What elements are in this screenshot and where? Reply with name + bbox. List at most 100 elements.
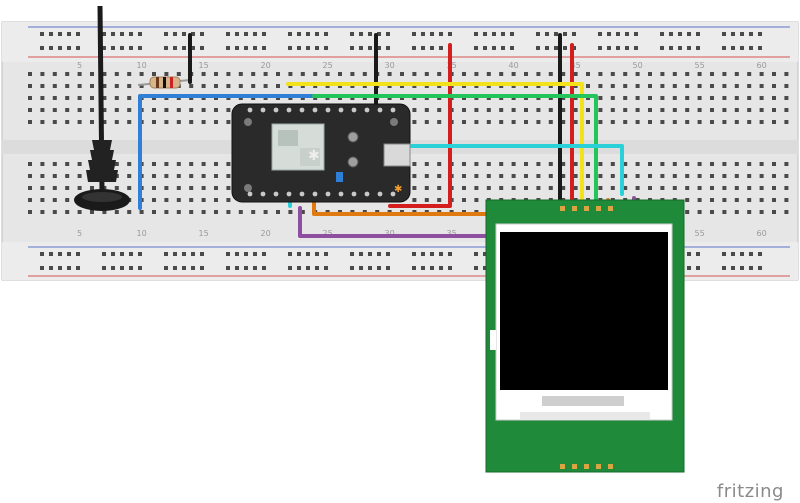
breadboard-hole <box>731 266 735 270</box>
breadboard-hole <box>439 266 443 270</box>
breadboard-hole <box>368 46 372 50</box>
breadboard-hole <box>430 46 434 50</box>
breadboard-hole <box>734 120 739 124</box>
breadboard-hole <box>28 120 32 124</box>
breadboard-hole <box>288 252 292 256</box>
breadboard-hole <box>623 174 628 178</box>
breadboard-hole <box>386 32 390 36</box>
breadboard-hole <box>65 186 70 190</box>
board-pin <box>273 107 279 113</box>
breadboard-hole <box>263 210 268 214</box>
breadboard-hole <box>251 210 256 214</box>
breadboard-hole <box>114 120 119 124</box>
breadboard-hole <box>90 186 94 190</box>
breadboard-hole <box>758 252 762 256</box>
green-wire <box>312 94 598 202</box>
breadboard-hole <box>114 162 119 166</box>
breadboard-hole <box>412 186 417 190</box>
breadboard-hole <box>67 266 71 270</box>
breadboard-hole <box>251 84 256 88</box>
breadboard-hole <box>276 72 280 76</box>
breadboard-hole <box>52 198 57 202</box>
breadboard-hole <box>685 84 690 88</box>
breadboard-hole <box>474 198 479 202</box>
breadboard-hole <box>262 32 266 36</box>
breadboard-hole <box>536 32 540 36</box>
breadboard-hole <box>164 186 169 190</box>
breadboard-hole <box>499 72 504 76</box>
breadboard-hole <box>176 120 181 124</box>
breadboard-hole <box>377 252 381 256</box>
breadboard-hole <box>734 210 739 214</box>
breadboard-hole <box>263 72 268 76</box>
breadboard-hole <box>616 46 620 50</box>
breadboard-hole <box>49 252 53 256</box>
breadboard-hole <box>660 32 664 36</box>
breadboard-hole <box>772 174 776 178</box>
breadboard-hole <box>253 32 257 36</box>
breadboard-hole <box>697 210 702 214</box>
breadboard-hole <box>214 84 218 88</box>
breadboard-hole <box>685 174 690 178</box>
breadboard-hole <box>678 32 682 36</box>
lcd-pin <box>560 206 565 211</box>
breadboard-hole <box>483 46 487 50</box>
breadboard-hole <box>772 120 776 124</box>
breadboard-hole <box>90 120 94 124</box>
board-pin <box>286 107 292 113</box>
breadboard-hole <box>412 266 416 270</box>
breadboard-hole <box>734 72 739 76</box>
breadboard-hole <box>40 186 45 190</box>
breadboard-hole <box>28 84 32 88</box>
breadboard-hole <box>52 162 57 166</box>
breadboard-hole <box>65 96 70 100</box>
breadboard-hole <box>189 120 194 124</box>
breadboard-hole <box>127 162 132 166</box>
lcd-pin <box>584 206 589 211</box>
breadboard-hole <box>214 210 218 214</box>
breadboard-hole <box>226 210 231 214</box>
fritzing-watermark: fritzing <box>717 481 784 502</box>
breadboard-hole <box>244 46 248 50</box>
breadboard-hole <box>697 198 702 202</box>
lcd-pin <box>608 206 613 211</box>
breadboard-hole <box>102 120 107 124</box>
breadboard-hole <box>325 72 330 76</box>
breadboard-hole <box>722 210 727 214</box>
breadboard-hole <box>152 108 156 112</box>
breadboard-hole <box>462 72 466 76</box>
breadboard-hole <box>368 266 372 270</box>
breadboard-hole <box>324 32 328 36</box>
breadboard-hole <box>634 32 638 36</box>
breadboard-hole <box>669 32 673 36</box>
breadboard-hole <box>672 72 677 76</box>
breadboard-hole <box>784 210 789 214</box>
breadboard-hole <box>499 186 504 190</box>
breadboard-hole <box>189 162 194 166</box>
breadboard-hole <box>758 266 762 270</box>
breadboard-hole <box>474 108 479 112</box>
breadboard-hole <box>722 174 727 178</box>
breadboard-hole <box>28 96 32 100</box>
breadboard-hole <box>759 96 764 100</box>
breadboard-hole <box>784 96 789 100</box>
breadboard-hole <box>710 198 714 202</box>
breadboard-hole <box>511 162 516 166</box>
breadboard-hole <box>139 84 144 88</box>
breadboard-hole <box>672 96 677 100</box>
breadboard-hole <box>722 84 727 88</box>
breadboard-hole <box>474 162 479 166</box>
board-pin <box>377 107 383 113</box>
breadboard-hole <box>722 32 726 36</box>
breadboard-hole <box>524 162 528 166</box>
board-pin <box>338 107 344 113</box>
lcd-display-module <box>485 199 685 473</box>
breadboard-hole <box>114 108 119 112</box>
breadboard-hole <box>40 84 45 88</box>
breadboard-hole <box>610 108 615 112</box>
breadboard-hole <box>65 210 70 214</box>
breadboard-hole <box>439 46 443 50</box>
breadboard-hole <box>306 32 310 36</box>
breadboard-hole <box>554 46 558 50</box>
breadboard-hole <box>164 252 168 256</box>
